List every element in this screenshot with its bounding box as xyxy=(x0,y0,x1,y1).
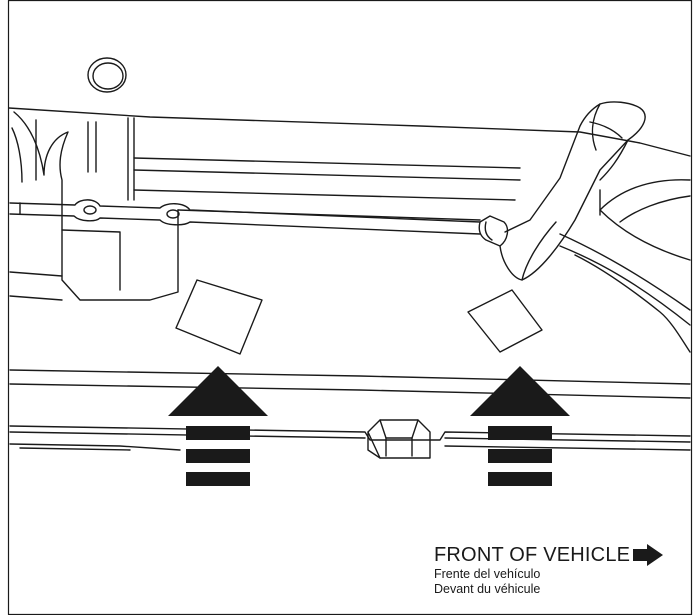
tool-handle xyxy=(499,101,646,281)
tool-rod xyxy=(9,199,481,223)
adhesive-pad-left xyxy=(175,279,263,355)
center-clip xyxy=(367,419,431,459)
arrow-bar-left-2 xyxy=(186,449,250,463)
arrow-bar-right-1 xyxy=(488,426,552,440)
front-label-es: Frente del vehículo xyxy=(434,567,541,581)
sill-line-1 xyxy=(9,369,691,385)
upper-panel-edge xyxy=(8,107,691,157)
arrow-bar-left-3 xyxy=(186,472,250,486)
front-of-vehicle-label: FRONT OF VEHICLE Frente del vehículo Dev… xyxy=(434,543,664,597)
arrow-bar-right-2 xyxy=(488,449,552,463)
figure-frame xyxy=(7,0,693,615)
arrow-bar-right-3 xyxy=(488,472,552,486)
arrow-right-icon xyxy=(633,544,664,566)
rod-hole-2 xyxy=(166,209,180,219)
left-bracket xyxy=(13,111,179,301)
adhesive-pad-right xyxy=(467,289,543,353)
front-label-en: FRONT OF VEHICLE xyxy=(434,544,631,566)
arrow-up-icon xyxy=(470,366,570,416)
arrow-up-icon xyxy=(168,366,268,416)
sill-line-2 xyxy=(9,425,691,441)
arrow-bar-left-1 xyxy=(186,426,250,440)
tool-ferrule xyxy=(478,215,509,247)
access-hole xyxy=(87,57,127,93)
upper-rail xyxy=(133,157,521,169)
rod-hole-1 xyxy=(83,205,97,215)
access-hole-inner xyxy=(92,62,124,90)
front-label-fr: Devant du véhicule xyxy=(434,582,541,596)
right-wheelwell-curve xyxy=(599,179,691,261)
